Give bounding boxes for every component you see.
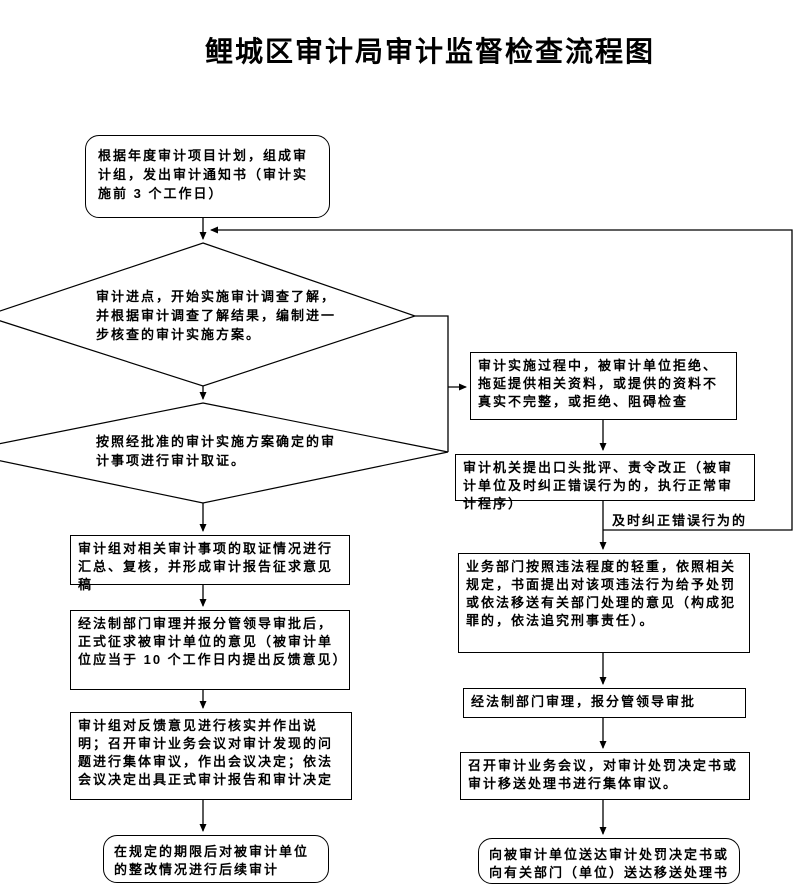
flow-node-verbal-criticism: 审计机关提出口头批评、责令改正（被审计单位及时纠正错误行为的，执行正常审计程序）	[455, 454, 755, 511]
branch-label-corrected-in-time: 及时纠正错误行为的	[612, 513, 748, 528]
flow-node-diamond1-label: 审计进点，开始实施审计调查了解，并根据审计调查了解结果，编制进一步核查的审计实施…	[96, 289, 337, 342]
flow-node-start: 根据年度审计项目计划，组成审计组，发出审计通知书（审计实施前 3 个工作日）	[85, 135, 330, 218]
flow-node-solicit-opinion: 经法制部门审理并报分管领导审批后，正式征求被审计单位的意见（被审计单位应当于 1…	[70, 610, 350, 690]
flow-node-penalty-opinion: 业务部门按照违法程度的轻重，依照相关规定，书面提出对该项违法行为给予处罚或依法移…	[458, 553, 750, 653]
flow-node-diamond2-label: 按照经批准的审计实施方案确定的审计事项进行审计取证。	[96, 434, 337, 468]
flow-node-legal-review: 经法制部门审理，报分管领导审批	[463, 688, 746, 718]
flow-node-evidence-summary: 审计组对相关审计事项的取证情况进行汇总、复核，并形成审计报告征求意见稿	[70, 535, 350, 592]
flow-node-verify-feedback: 审计组对反馈意见进行核实并作出说明；召开审计业务会议对审计发现的问题进行集体审议…	[70, 712, 352, 800]
connector-return-normal-procedure	[210, 226, 793, 531]
flow-node-deliver-decision: 向被审计单位送达审计处罚决定书或向有关部门（单位）送达移送处理书	[478, 838, 740, 884]
flow-node-refusal-situation: 审计实施过程中，被审计单位拒绝、拖延提供相关资料，或提供的资料不真实不完整，或拒…	[470, 352, 737, 420]
flow-node-followup-audit: 在规定的期限后对被审计单位的整改情况进行后续审计	[103, 835, 329, 883]
page-title: 鲤城区审计局审计监督检查流程图	[204, 36, 655, 67]
flow-node-collective-deliberation: 召开审计业务会议，对审计处罚决定书或审计移送处理书进行集体审议。	[460, 752, 750, 800]
connector-diamonds-to-right-branch	[415, 315, 449, 452]
